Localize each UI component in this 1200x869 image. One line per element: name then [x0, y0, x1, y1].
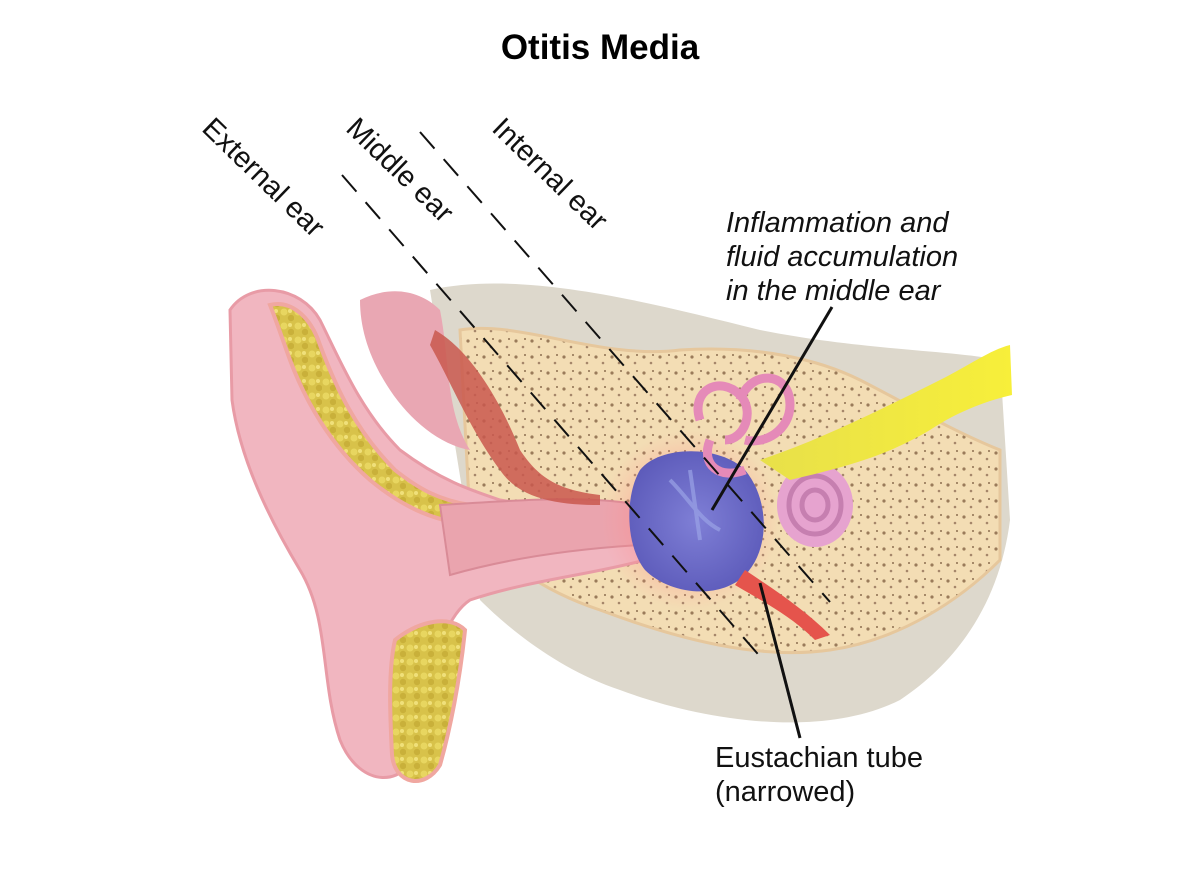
eustachian-pointer-line [758, 582, 802, 739]
inflammation-callout: Inflammation and fluid accumulation in t… [726, 206, 958, 308]
middle-internal-divider [419, 131, 831, 603]
eustachian-callout-line-1: Eustachian tube [715, 742, 923, 774]
eustachian-callout: Eustachian tube (narrowed) [715, 741, 923, 809]
inflammation-callout-line-3: in the middle ear [726, 275, 941, 307]
cochlea [777, 463, 853, 547]
auditory-nerve [760, 345, 1012, 480]
ear-lobe-fat [388, 619, 468, 783]
inflammation-pointer-line [710, 306, 834, 511]
eustachian-tube-shape [735, 570, 830, 640]
diagram-title: Otitis Media [500, 28, 700, 67]
ossicles-hint [668, 469, 721, 541]
eustachian-callout-line-2: (narrowed) [715, 776, 856, 808]
inflammation-callout-line-2: fluid accumulation [726, 241, 959, 273]
region-dividers [341, 131, 831, 661]
concha-shape [360, 291, 470, 450]
semicircular-canals [693, 373, 795, 478]
inflammation-callout-line-1: Inflammation and [726, 207, 949, 239]
canal-muscle-shape [430, 330, 600, 505]
